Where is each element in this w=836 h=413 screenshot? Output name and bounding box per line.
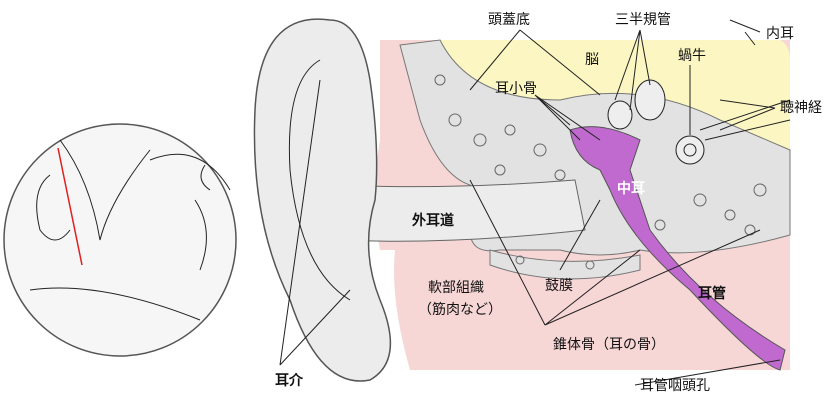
label-middle-ear: 中耳 [617,180,645,197]
label-skull-base: 頭蓋底 [488,12,530,28]
label-eustachian-tube: 耳管 [698,285,726,302]
middle-ear-shape [569,126,786,371]
ear-position-line [57,147,83,266]
label-petrous-bone: 錐体骨（耳の骨） [553,337,665,353]
label-ear-canal: 外耳道 [412,212,454,229]
ear-canal-shape [339,179,586,242]
label-cochlea: 蝸牛 [678,48,706,64]
auricle-shape [253,18,392,382]
label-brain: 脳 [585,52,599,68]
label-auditory-nerve: 聴神経 [780,100,822,116]
label-tube-opening: 耳管咽頭孔 [640,378,710,394]
pointer-lines [279,19,781,386]
brain-region [440,40,790,150]
label-auricle: 耳介 [275,372,304,389]
label-semicircular-canals: 三半規管 [615,12,671,28]
label-eardrum: 鼓膜 [545,278,573,294]
head-inset [3,123,237,357]
label-inner-ear: 内耳 [766,26,794,42]
label-soft-tissue-note: （筋肉など） [418,301,502,318]
label-soft-tissue: 軟部組織 [428,280,484,296]
label-ossicles: 耳小骨 [495,81,537,97]
inner-ear-shape [607,79,791,165]
